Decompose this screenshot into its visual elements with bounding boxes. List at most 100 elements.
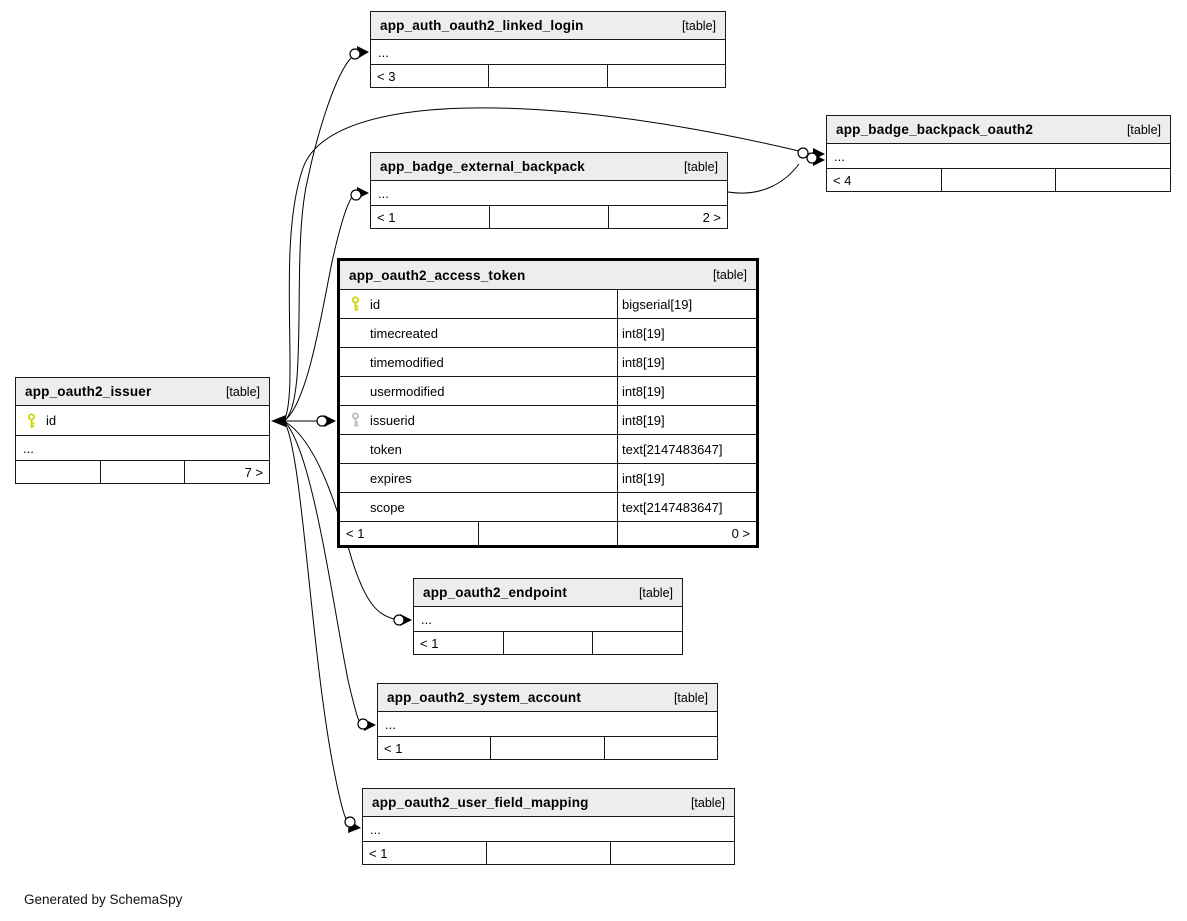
table-node-app_badge_external_backpack[interactable]: app_badge_external_backpack [table] ... …	[370, 152, 728, 229]
footer-parents-count	[606, 65, 725, 87]
table-name: app_oauth2_system_account	[387, 690, 582, 705]
table-footer: < 1 2 >	[371, 206, 727, 228]
column-name: usermodified	[370, 383, 445, 399]
column-name: issuerid	[370, 412, 415, 428]
table-name: app_oauth2_access_token	[349, 267, 526, 283]
table-header: app_oauth2_user_field_mapping [table]	[363, 789, 734, 817]
column-type: int8[19]	[617, 406, 756, 434]
zero-one-marker	[797, 147, 809, 159]
footer-children-count: < 1	[384, 740, 403, 756]
footer-children-count: < 1	[369, 845, 388, 861]
footer-parents-count	[603, 737, 717, 759]
collapsed-columns-row: ...	[378, 712, 717, 737]
table-footer: < 3	[371, 65, 725, 87]
zero-one-marker	[316, 415, 328, 427]
footer-cell	[490, 737, 603, 759]
table-header: app_oauth2_access_token [table]	[340, 261, 756, 290]
column-row-token: token text[2147483647]	[340, 435, 756, 464]
zero-one-marker	[350, 189, 362, 201]
column-name: expires	[370, 470, 412, 486]
table-tag: [table]	[638, 585, 673, 600]
arrowhead	[271, 415, 286, 427]
column-name: timemodified	[370, 354, 444, 370]
table-name: app_badge_backpack_oauth2	[836, 122, 1034, 137]
footer-cell	[489, 206, 608, 228]
table-name: app_oauth2_endpoint	[423, 585, 568, 600]
arrowhead	[324, 415, 336, 427]
rel-issuer-to-linked-login	[283, 57, 352, 422]
table-node-app_badge_backpack_oauth2[interactable]: app_badge_backpack_oauth2 [table] ... < …	[826, 115, 1171, 192]
primary-key-icon	[350, 296, 361, 312]
footer-cell	[488, 65, 606, 87]
column-row-id: id bigserial[19]	[340, 290, 756, 319]
zero-one-marker	[357, 718, 369, 730]
table-tag: [table]	[1126, 122, 1161, 137]
rel-issuer-to-user-field-mapping	[283, 420, 347, 820]
column-name: token	[370, 441, 402, 457]
footer-cell	[478, 522, 617, 545]
table-node-app_oauth2_system_account[interactable]: app_oauth2_system_account [table] ... < …	[377, 683, 718, 760]
table-name: app_oauth2_user_field_mapping	[372, 795, 589, 810]
zero-one-marker	[806, 152, 818, 164]
collapsed-columns-row: ...	[16, 436, 269, 461]
footer-children-count: < 1	[420, 635, 439, 651]
footer-parents-count: 7 >	[184, 461, 269, 483]
table-name: app_auth_oauth2_linked_login	[380, 18, 584, 33]
footer-cell	[486, 842, 610, 864]
primary-key-icon	[26, 413, 37, 429]
table-footer: < 1	[378, 737, 717, 759]
rel-issuer-to-endpoint	[283, 420, 395, 620]
generated-by-note: Generated by SchemaSpy	[24, 892, 183, 907]
table-footer: 7 >	[16, 461, 269, 483]
table-header: app_oauth2_system_account [table]	[378, 684, 717, 712]
footer-parents-count: 2 >	[608, 206, 727, 228]
table-tag: [table]	[673, 690, 708, 705]
column-name: timecreated	[370, 325, 438, 341]
footer-parents-count	[592, 632, 682, 654]
table-header: app_badge_backpack_oauth2 [table]	[827, 116, 1170, 144]
collapsed-columns-row: ...	[363, 817, 734, 842]
collapsed-columns-row: ...	[827, 144, 1170, 169]
footer-parents-count	[610, 842, 734, 864]
table-node-app_oauth2_access_token[interactable]: app_oauth2_access_token [table] id bigse…	[337, 258, 759, 548]
rel-issuer-to-badge-backpack	[283, 107, 800, 422]
table-footer: < 4	[827, 169, 1170, 191]
footer-children-count	[16, 461, 100, 483]
collapsed-columns-row: ...	[371, 40, 725, 65]
table-name: app_oauth2_issuer	[25, 384, 152, 399]
table-node-app_oauth2_endpoint[interactable]: app_oauth2_endpoint [table] ... < 1	[413, 578, 683, 655]
table-tag: [table]	[225, 384, 260, 399]
footer-children-count: < 3	[377, 68, 396, 84]
zero-one-marker	[393, 614, 405, 626]
footer-parents-count: 0 >	[617, 522, 756, 545]
rel-issuer-to-system-account	[283, 420, 360, 722]
zero-one-marker	[344, 816, 356, 828]
column-row-expires: expires int8[19]	[340, 464, 756, 493]
footer-cell	[502, 632, 593, 654]
column-type: int8[19]	[617, 348, 756, 376]
table-header: app_oauth2_endpoint [table]	[414, 579, 682, 607]
table-node-app_oauth2_user_field_mapping[interactable]: app_oauth2_user_field_mapping [table] ..…	[362, 788, 735, 865]
table-node-app_auth_oauth2_linked_login[interactable]: app_auth_oauth2_linked_login [table] ...…	[370, 11, 726, 88]
table-name: app_badge_external_backpack	[380, 159, 585, 174]
column-row-usermodified: usermodified int8[19]	[340, 377, 756, 406]
table-tag: [table]	[683, 159, 718, 174]
collapsed-columns-row: ...	[414, 607, 682, 632]
table-footer: < 1 0 >	[340, 522, 756, 545]
rel-external-backpack-to-badge-backpack	[727, 163, 800, 194]
column-row-timecreated: timecreated int8[19]	[340, 319, 756, 348]
footer-cell	[99, 461, 185, 483]
footer-children-count: < 1	[346, 526, 365, 541]
table-header: app_badge_external_backpack [table]	[371, 153, 727, 181]
table-tag: [table]	[690, 795, 725, 810]
table-footer: < 1	[414, 632, 682, 654]
column-row-timemodified: timemodified int8[19]	[340, 348, 756, 377]
zero-one-marker	[349, 48, 361, 60]
column-name: scope	[370, 499, 405, 515]
table-node-app_oauth2_issuer[interactable]: app_oauth2_issuer [table] id ... 7 >	[15, 377, 270, 484]
table-footer: < 1	[363, 842, 734, 864]
collapsed-columns-row: ...	[371, 181, 727, 206]
column-name: id	[370, 296, 381, 312]
